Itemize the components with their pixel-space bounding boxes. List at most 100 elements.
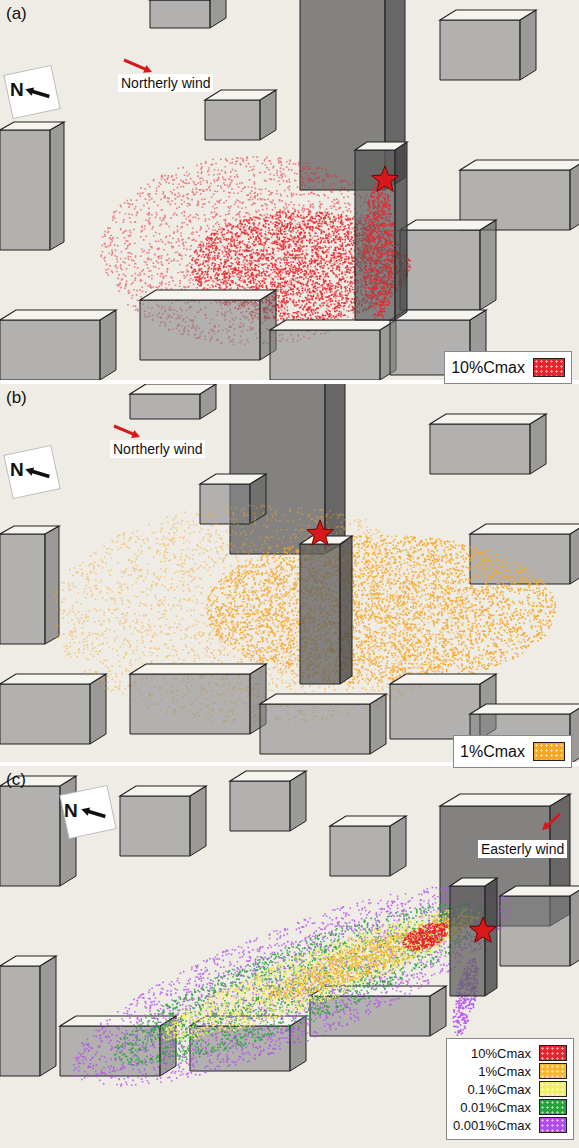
- figure-label: (c): [6, 770, 26, 789]
- building-side: [190, 786, 206, 856]
- plume-dots: [206, 535, 556, 685]
- north-marker: [4, 65, 60, 118]
- plume-dots: [403, 923, 449, 952]
- building-wall: [0, 684, 90, 744]
- wind-arrow: [546, 814, 560, 826]
- building-wall: [260, 704, 370, 754]
- legend-swatch: [539, 1117, 567, 1133]
- building-roof: [0, 674, 106, 684]
- building-side: [210, 0, 226, 28]
- plume-dots: [73, 885, 511, 1087]
- building-wall: [440, 20, 520, 80]
- wind-arrow: [114, 426, 134, 435]
- legend-box: 1%Cmax: [453, 735, 572, 768]
- legend-text: 1%Cmax: [478, 1064, 531, 1079]
- building-roof: [120, 786, 206, 796]
- building-side: [50, 122, 64, 250]
- building-wall: [390, 684, 480, 739]
- ground: [0, 0, 579, 380]
- building-wall: [150, 0, 210, 28]
- legend-row: 1%Cmax: [453, 1063, 567, 1079]
- label: Northerly wind: [110, 440, 205, 458]
- wind-arrow: [31, 468, 49, 480]
- building-side: [40, 956, 56, 1076]
- building-roof: [0, 310, 116, 320]
- building-roof: [450, 878, 497, 886]
- building-wall: [130, 394, 200, 419]
- wind-arrow: [31, 88, 49, 100]
- building-roof: [440, 794, 570, 806]
- building-wall: [230, 384, 325, 554]
- legend-text: 0.01%Cmax: [460, 1100, 531, 1115]
- legend-swatch: [539, 1099, 567, 1115]
- legend-swatch: [539, 1063, 567, 1079]
- building-side: [480, 220, 496, 310]
- building-side: [570, 886, 579, 966]
- source-star: [470, 917, 497, 942]
- arrow-head: [143, 65, 152, 73]
- building-wall: [500, 896, 570, 966]
- arrow-head: [25, 467, 35, 476]
- building-roof: [470, 524, 579, 534]
- building-roof: [0, 526, 59, 534]
- legend-swatch: [539, 1081, 567, 1097]
- plume-dots: [162, 908, 479, 1041]
- building-roof: [0, 956, 56, 966]
- legend-swatch: [533, 358, 565, 377]
- source-star: [307, 520, 334, 545]
- building-wall: [0, 130, 50, 250]
- label: N: [64, 800, 78, 822]
- legend-swatch: [539, 1045, 567, 1061]
- building-wall: [300, 544, 340, 684]
- building-wall: [120, 796, 190, 856]
- figure-label: N: [10, 79, 24, 100]
- building-roof: [60, 1016, 176, 1026]
- legend-row: 10%Cmax: [451, 358, 565, 377]
- figure-label: (b): [6, 388, 27, 407]
- legend-text: 10%Cmax: [451, 359, 525, 377]
- label: N: [10, 79, 24, 101]
- building-wall: [330, 826, 390, 876]
- legend-row: 0.001%Cmax: [453, 1117, 567, 1133]
- building-side: [520, 10, 536, 80]
- arrow-head: [542, 822, 551, 830]
- plume-dots: [362, 182, 396, 319]
- building-wall: [400, 230, 480, 310]
- north-marker: [60, 785, 116, 838]
- building-roof: [390, 674, 496, 684]
- building-wall: [0, 320, 100, 380]
- building-side: [395, 142, 407, 320]
- building-wall: [450, 886, 485, 996]
- building-wall: [0, 966, 40, 1076]
- plume-dots: [114, 902, 488, 1066]
- panel: [0, 766, 579, 1148]
- panel: [0, 384, 579, 762]
- building-roof: [140, 290, 276, 300]
- arrow-head: [25, 87, 35, 96]
- wind-arrow: [124, 60, 146, 70]
- building-wall: [230, 781, 290, 831]
- label: N: [10, 459, 24, 481]
- panel: [0, 0, 579, 380]
- building-side: [340, 536, 352, 684]
- building-wall: [270, 330, 380, 380]
- building-roof: [200, 474, 266, 484]
- figure-label: Northerly wind: [110, 440, 205, 458]
- figure-label: Easterly wind: [478, 840, 567, 858]
- legend-text: 10%Cmax: [471, 1046, 531, 1061]
- building-roof: [460, 160, 579, 170]
- building-roof: [205, 90, 276, 100]
- building-side: [90, 674, 106, 744]
- legend-row: 0.01%Cmax: [453, 1099, 567, 1115]
- building-roof: [330, 816, 406, 826]
- building-roof: [500, 886, 579, 896]
- building-wall: [140, 300, 260, 360]
- arrow-head: [131, 430, 140, 438]
- label: (b): [6, 388, 27, 408]
- label: (c): [6, 770, 26, 790]
- building-roof: [355, 142, 407, 150]
- legend-row: 1%Cmax: [460, 742, 565, 761]
- ground: [0, 766, 579, 1148]
- building-roof: [130, 384, 216, 394]
